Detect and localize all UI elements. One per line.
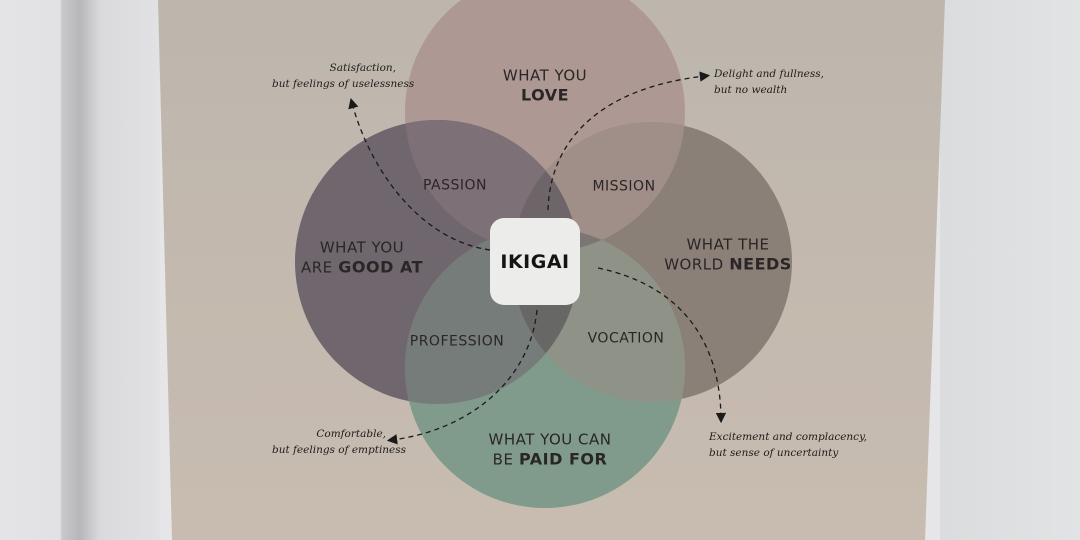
world-line2-bold: NEEDS: [729, 254, 792, 274]
paid-line1: WHAT YOU CAN: [488, 430, 612, 449]
arrow-to-top-right-note: [547, 71, 711, 211]
label-what-you-love: WHAT YOU LOVE: [503, 67, 587, 106]
good-at-line2-thin: ARE: [300, 258, 333, 277]
label-what-you-are-good-at: WHAT YOU ARE GOOD AT: [301, 239, 423, 278]
note-bottom-right: Excitement and complacency, but sense of…: [709, 429, 867, 462]
wall-left: [0, 0, 160, 540]
label-profession: PROFESSION: [409, 333, 505, 350]
love-line1: WHAT YOU: [502, 66, 588, 85]
wall-right: [940, 0, 1080, 540]
label-passion: PASSION: [422, 177, 488, 194]
note-bottom-right-line2: but sense of uncertainty: [709, 447, 839, 460]
good-at-line2-bold: GOOD AT: [338, 257, 424, 277]
paid-line2-thin: BE: [492, 450, 514, 469]
note-top-right: Delight and fullness, but no wealth: [714, 66, 824, 99]
label-vocation: VOCATION: [587, 330, 665, 347]
ikigai-label: IKIGAI: [500, 250, 570, 273]
note-top-left-line1: Satisfaction,: [329, 62, 396, 74]
ikigai-center-box: IKIGAI: [490, 218, 580, 305]
love-line2: LOVE: [520, 85, 570, 105]
note-bottom-left: Comfortable, but feelings of emptiness: [272, 426, 407, 459]
note-top-right-line1: Delight and fullness,: [714, 68, 824, 80]
world-line2-thin: WORLD: [664, 255, 724, 274]
arrow-to-bottom-left-note: [386, 309, 538, 445]
label-what-you-can-be-paid-for: WHAT YOU CAN BE PAID FOR: [489, 431, 612, 470]
world-line1: WHAT THE: [686, 235, 770, 254]
paid-line2-bold: PAID FOR: [519, 449, 608, 469]
note-bottom-left-line2: but feelings of emptiness: [272, 444, 407, 457]
arrow-to-bottom-right-note: [597, 267, 727, 424]
note-bottom-left-line1: Comfortable,: [316, 428, 386, 440]
label-what-the-world-needs: WHAT THE WORLD NEEDS: [664, 236, 792, 275]
note-bottom-right-line1: Excitement and complacency,: [709, 431, 867, 443]
overlap-mission: [512, 122, 685, 252]
label-mission: MISSION: [592, 178, 656, 195]
overlap-passion: [405, 120, 579, 252]
note-top-right-line2: but no wealth: [714, 84, 788, 97]
note-top-left: Satisfaction, but feelings of uselessnes…: [272, 60, 415, 93]
good-at-line1: WHAT YOU: [319, 238, 405, 257]
note-top-left-line2: but feelings of uselessness: [272, 78, 415, 91]
